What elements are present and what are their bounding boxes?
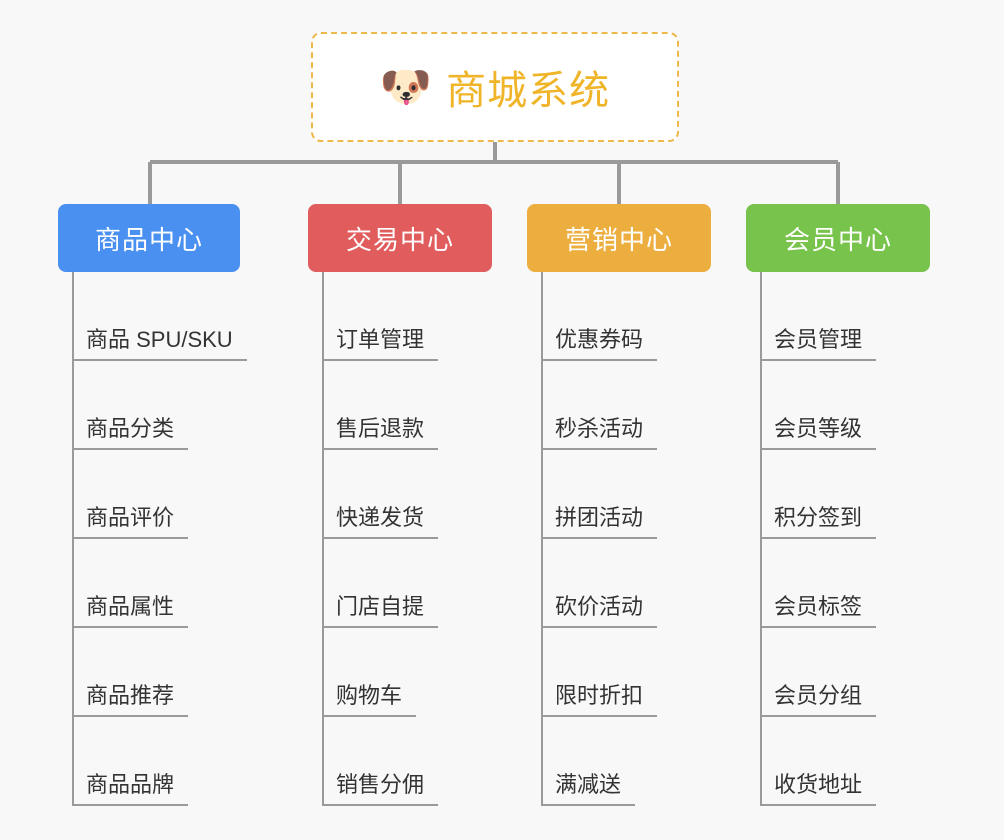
leaf-list-marketing-center: 优惠券码秒杀活动拼团活动砍价活动限时折扣满减送: [527, 272, 711, 806]
leaf-item-label: 商品 SPU/SKU: [72, 326, 247, 361]
column-product-center: 商品中心商品 SPU/SKU 商品分类商品评价商品属性商品推荐商品品牌: [58, 204, 247, 806]
column-spine-line: [322, 272, 324, 806]
column-trade-center: 交易中心订单管理售后退款快递发货门店自提购物车销售分佣: [308, 204, 492, 806]
category-box-member-center[interactable]: 会员中心: [746, 204, 930, 272]
leaf-item-label: 门店自提: [322, 593, 439, 628]
leaf-item[interactable]: 拼团活动: [527, 450, 711, 539]
leaf-item[interactable]: 门店自提: [308, 539, 492, 628]
leaf-item-label: 会员等级: [760, 415, 877, 450]
leaf-item-label: 商品属性: [72, 593, 189, 628]
leaf-item[interactable]: 积分签到: [746, 450, 930, 539]
leaf-item[interactable]: 满减送: [527, 717, 711, 806]
category-label: 商品中心: [94, 224, 203, 255]
leaf-item-label: 优惠券码: [541, 326, 658, 361]
leaf-item[interactable]: 售后退款: [308, 361, 492, 450]
leaf-item[interactable]: 快递发货: [308, 450, 492, 539]
leaf-item[interactable]: 会员分组: [746, 628, 930, 717]
leaf-item[interactable]: 购物车: [308, 628, 492, 717]
leaf-item-label: 砍价活动: [541, 593, 658, 628]
column-member-center: 会员中心会员管理会员等级积分签到会员标签会员分组收货地址: [746, 204, 930, 806]
category-box-product-center[interactable]: 商品中心: [58, 204, 240, 272]
leaf-item-label: 积分签到: [760, 504, 877, 539]
leaf-list-member-center: 会员管理会员等级积分签到会员标签会员分组收货地址: [746, 272, 930, 806]
leaf-item[interactable]: 砍价活动: [527, 539, 711, 628]
column-spine-line: [541, 272, 543, 806]
leaf-item[interactable]: 销售分佣: [308, 717, 492, 806]
dog-face-icon: 🐶: [379, 63, 433, 110]
leaf-item-label: 购物车: [322, 682, 417, 717]
leaf-item[interactable]: 订单管理: [308, 272, 492, 361]
leaf-item-label: 快递发货: [322, 504, 439, 539]
column-spine-line: [72, 272, 74, 806]
category-label: 营销中心: [564, 224, 673, 255]
category-box-marketing-center[interactable]: 营销中心: [527, 204, 711, 272]
leaf-item-label: 收货地址: [760, 771, 877, 806]
leaf-item-label: 满减送: [541, 771, 636, 806]
leaf-item[interactable]: 会员等级: [746, 361, 930, 450]
leaf-item[interactable]: 秒杀活动: [527, 361, 711, 450]
category-label: 交易中心: [345, 224, 454, 255]
category-box-trade-center[interactable]: 交易中心: [308, 204, 492, 272]
leaf-item[interactable]: 商品评价: [58, 450, 240, 539]
leaf-list-product-center: 商品 SPU/SKU 商品分类商品评价商品属性商品推荐商品品牌: [58, 272, 247, 806]
leaf-item[interactable]: 商品品牌: [58, 717, 240, 806]
leaf-item-label: 订单管理: [322, 326, 439, 361]
leaf-item-label: 销售分佣: [322, 771, 439, 806]
leaf-item[interactable]: 限时折扣: [527, 628, 711, 717]
leaf-item-label: 秒杀活动: [541, 415, 658, 450]
root-title: 商城系统: [446, 69, 611, 113]
leaf-item-label: 商品分类: [72, 415, 189, 450]
leaf-item[interactable]: 会员标签: [746, 539, 930, 628]
leaf-item-label: 会员分组: [760, 682, 877, 717]
leaf-list-trade-center: 订单管理售后退款快递发货门店自提购物车销售分佣: [308, 272, 492, 806]
leaf-item[interactable]: 商品推荐: [58, 628, 240, 717]
column-marketing-center: 营销中心优惠券码秒杀活动拼团活动砍价活动限时折扣满减送: [527, 204, 711, 806]
root-node[interactable]: 🐶 商城系统: [311, 32, 679, 142]
leaf-item-label: 商品推荐: [72, 682, 189, 717]
leaf-item[interactable]: 会员管理: [746, 272, 930, 361]
leaf-item[interactable]: 收货地址: [746, 717, 930, 806]
leaf-item-label: 商品品牌: [72, 771, 189, 806]
leaf-item-label: 售后退款: [322, 415, 439, 450]
leaf-item[interactable]: 商品属性: [58, 539, 240, 628]
leaf-item-label: 会员管理: [760, 326, 877, 361]
leaf-item[interactable]: 商品 SPU/SKU: [58, 272, 247, 361]
leaf-item-label: 拼团活动: [541, 504, 658, 539]
leaf-item-label: 限时折扣: [541, 682, 658, 717]
leaf-item-label: 会员标签: [760, 593, 877, 628]
leaf-item-label: 商品评价: [72, 504, 189, 539]
column-spine-line: [760, 272, 762, 806]
category-label: 会员中心: [783, 224, 892, 255]
leaf-item[interactable]: 商品分类: [58, 361, 240, 450]
leaf-item[interactable]: 优惠券码: [527, 272, 711, 361]
